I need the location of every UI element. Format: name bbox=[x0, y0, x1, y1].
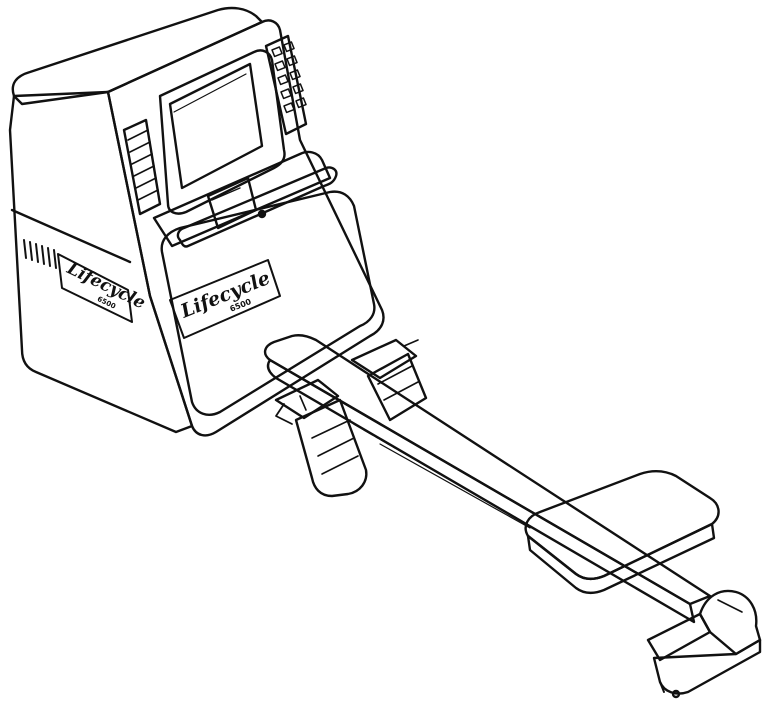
side-logo: Lifecycle 6500 bbox=[63, 258, 149, 313]
side-vent bbox=[23, 239, 57, 269]
front-logo-panel bbox=[169, 259, 281, 339]
rowing-handle-bar bbox=[176, 166, 338, 248]
front-panel-border bbox=[160, 190, 376, 416]
keypad bbox=[264, 34, 308, 136]
screen-glass bbox=[168, 62, 264, 190]
rail-top bbox=[263, 334, 712, 606]
rear-stabilizer bbox=[646, 589, 762, 699]
console-side-seam bbox=[10, 208, 132, 264]
console-top bbox=[11, 6, 264, 106]
side-logo-panel bbox=[57, 253, 133, 323]
handle-shelf bbox=[152, 150, 338, 248]
seat-side bbox=[526, 522, 716, 594]
right-footrest bbox=[350, 338, 428, 422]
console-front bbox=[106, 19, 385, 437]
seat bbox=[524, 470, 720, 594]
keypad-frame bbox=[264, 34, 308, 136]
rail-beam bbox=[263, 334, 712, 624]
left-indicator-strip bbox=[122, 118, 162, 216]
front-logo-wordmark: Lifecycle bbox=[177, 267, 274, 323]
console-left-side bbox=[8, 90, 194, 434]
left-footrest bbox=[274, 378, 368, 498]
console-housing bbox=[8, 6, 385, 437]
